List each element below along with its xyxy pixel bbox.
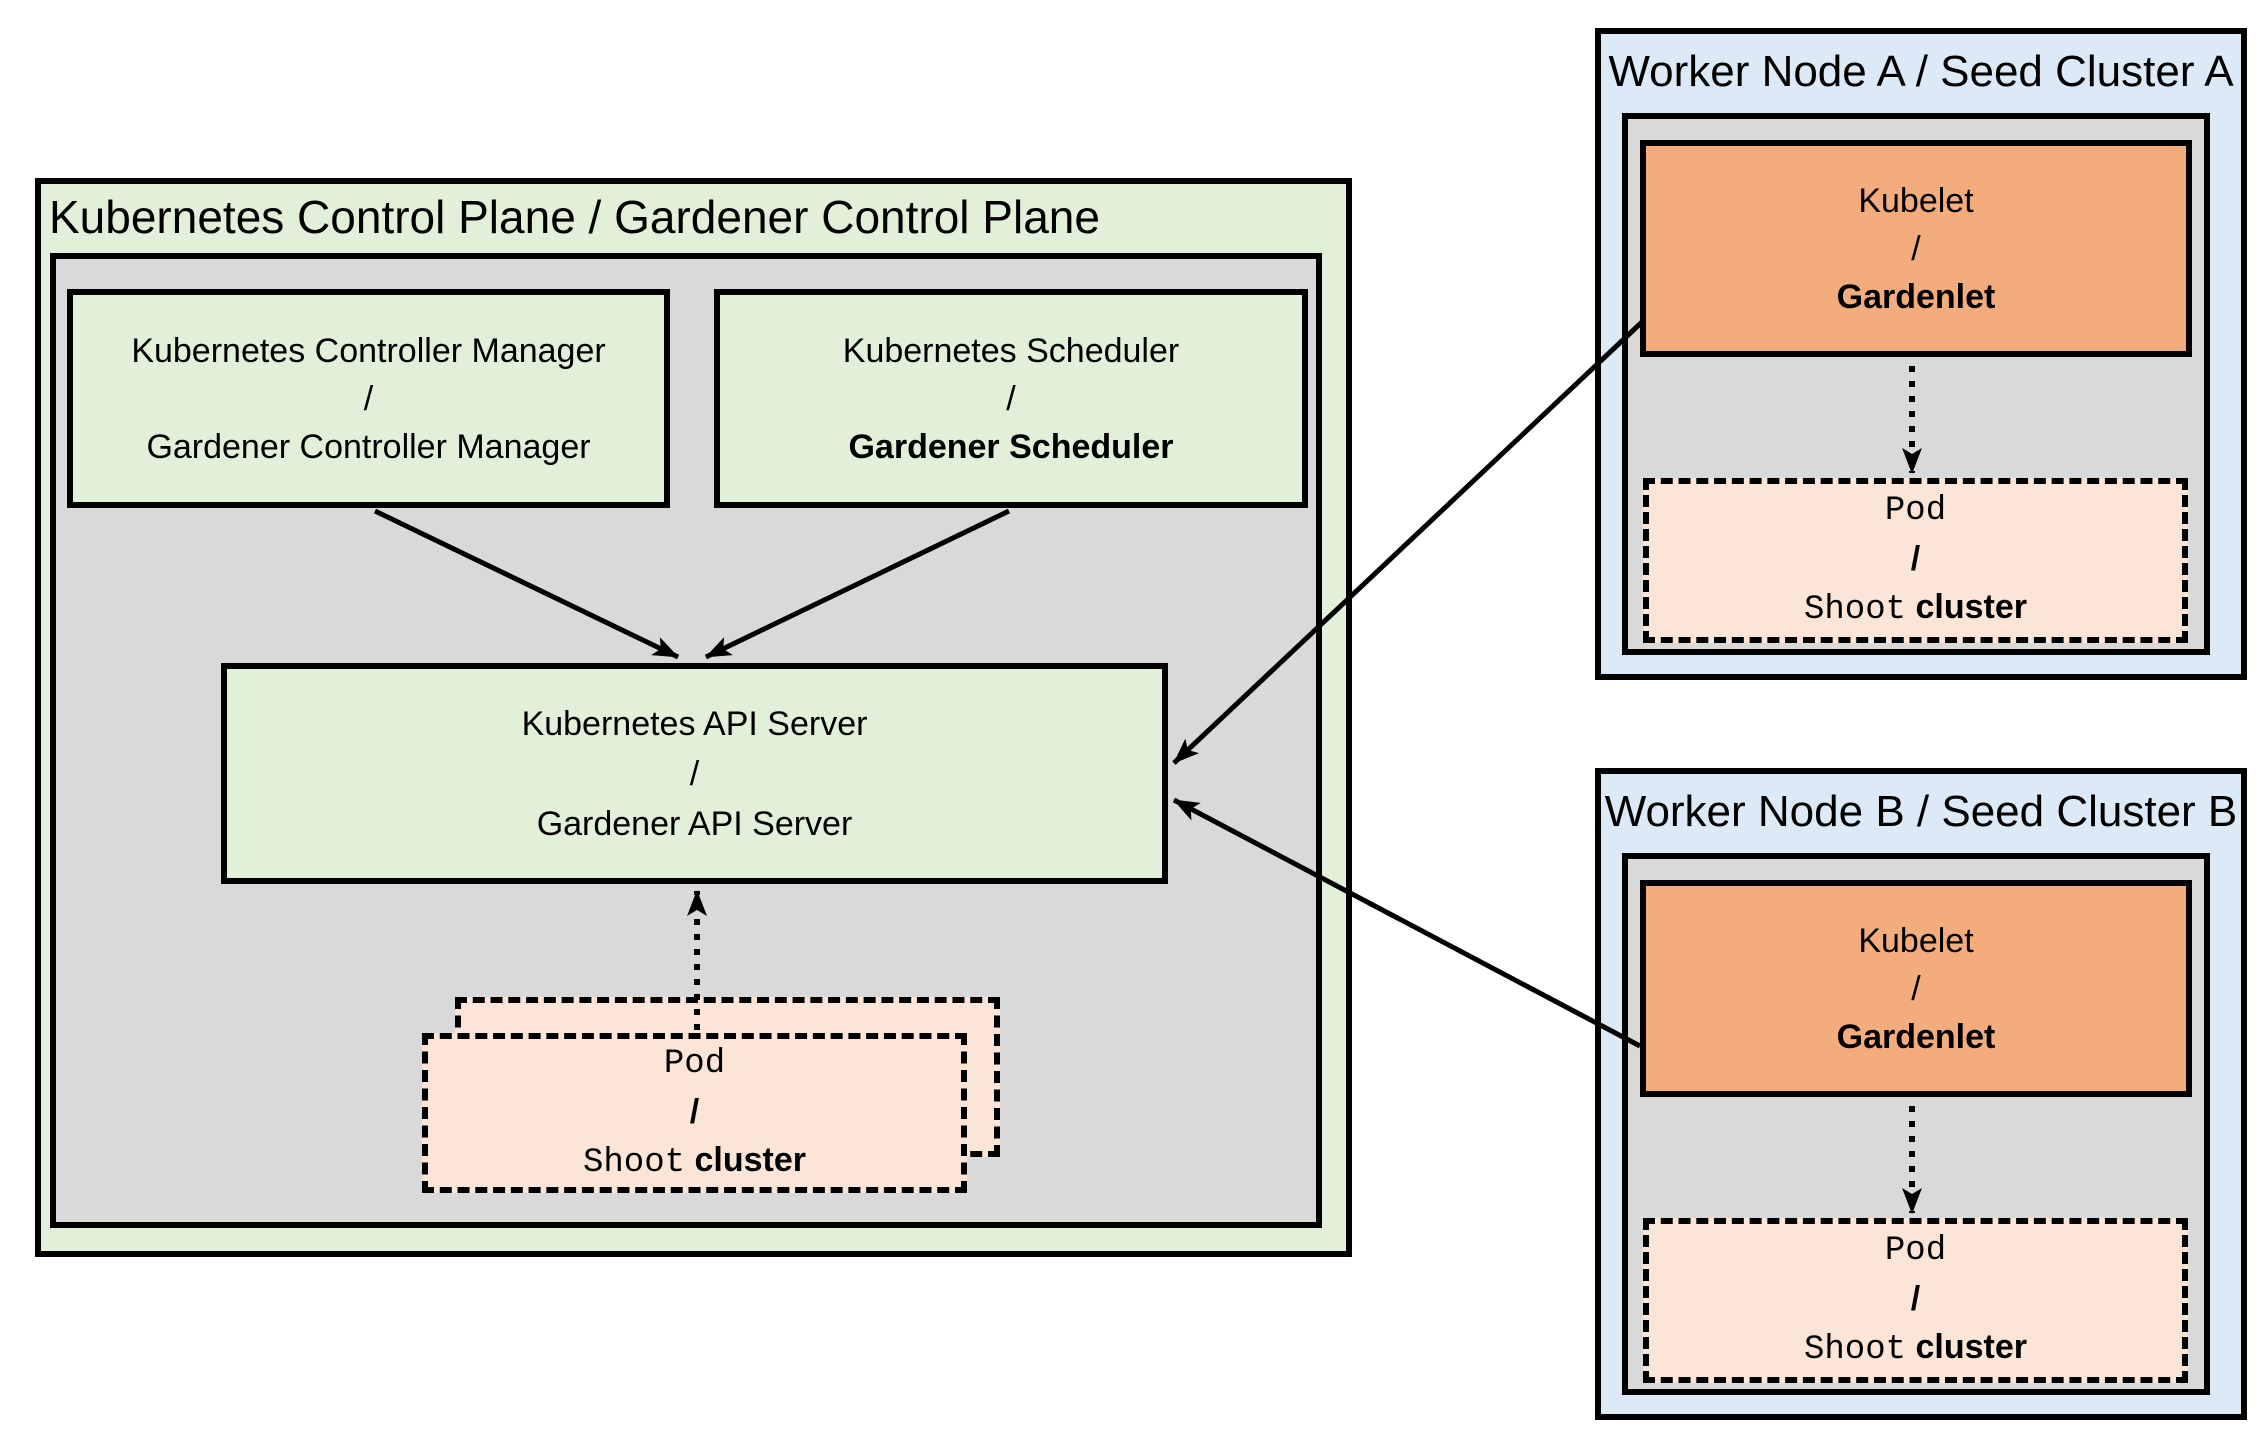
pod-b-cluster-text: cluster	[1915, 1328, 2027, 1366]
pod-separator: /	[689, 1092, 700, 1131]
pod-shoot-b-box: Pod / Shoot cluster	[1643, 1218, 2188, 1383]
pod-shoot-box: Pod / Shoot cluster	[422, 1033, 967, 1193]
kubelet-a-separator: /	[1911, 229, 1921, 268]
pod-cluster-text: cluster	[694, 1140, 806, 1179]
kubelet-b-box: Kubelet / Gardenlet	[1640, 880, 2192, 1097]
pod-a-line2: Shoot cluster	[1804, 583, 2027, 634]
kubelet-a-line2: Gardenlet	[1836, 277, 1996, 316]
kubelet-a-line1: Kubelet	[1858, 181, 1974, 220]
api-server-box: Kubernetes API Server / Gardener API Ser…	[221, 663, 1168, 884]
kubelet-b-separator: /	[1911, 969, 1921, 1008]
pod-a-separator: /	[1910, 540, 1921, 578]
controller-manager-line2: Gardener Controller Manager	[146, 427, 591, 466]
pod-b-separator: /	[1910, 1280, 1921, 1318]
pod-b-line2: Shoot cluster	[1804, 1323, 2027, 1374]
worker-node-a-title: Worker Node A / Seed Cluster A	[1608, 46, 2234, 96]
api-server-line2: Gardener API Server	[536, 804, 853, 843]
pod-shoot-a-box: Pod / Shoot cluster	[1643, 478, 2188, 643]
kubelet-a-box: Kubelet / Gardenlet	[1640, 140, 2192, 357]
pod-shoot-code: Shoot	[583, 1143, 686, 1182]
pod-b-line1: Pod	[1884, 1232, 1947, 1270]
pod-line1: Pod	[663, 1044, 726, 1083]
pod-b-shoot-code: Shoot	[1804, 1331, 1907, 1369]
pod-a-shoot-code: Shoot	[1804, 591, 1907, 629]
pod-a-line1: Pod	[1884, 492, 1947, 530]
scheduler-box: Kubernetes Scheduler / Gardener Schedule…	[714, 289, 1308, 508]
worker-node-b-title: Worker Node B / Seed Cluster B	[1604, 786, 2238, 836]
api-server-line1: Kubernetes API Server	[521, 704, 868, 743]
kubelet-b-line1: Kubelet	[1858, 921, 1974, 960]
pod-a-cluster-text: cluster	[1915, 588, 2027, 626]
controller-manager-line1: Kubernetes Controller Manager	[131, 331, 606, 370]
scheduler-line2: Gardener Scheduler	[848, 427, 1174, 466]
pod-line2: Shoot cluster	[583, 1136, 806, 1187]
scheduler-separator: /	[1006, 379, 1016, 418]
kubelet-b-line2: Gardenlet	[1836, 1017, 1996, 1056]
api-server-separator: /	[689, 754, 700, 793]
scheduler-line1: Kubernetes Scheduler	[842, 331, 1180, 370]
controller-manager-separator: /	[363, 379, 374, 418]
control-plane-title: Kubernetes Control Plane / Gardener Cont…	[49, 191, 1100, 243]
controller-manager-box: Kubernetes Controller Manager / Gardener…	[67, 289, 670, 508]
